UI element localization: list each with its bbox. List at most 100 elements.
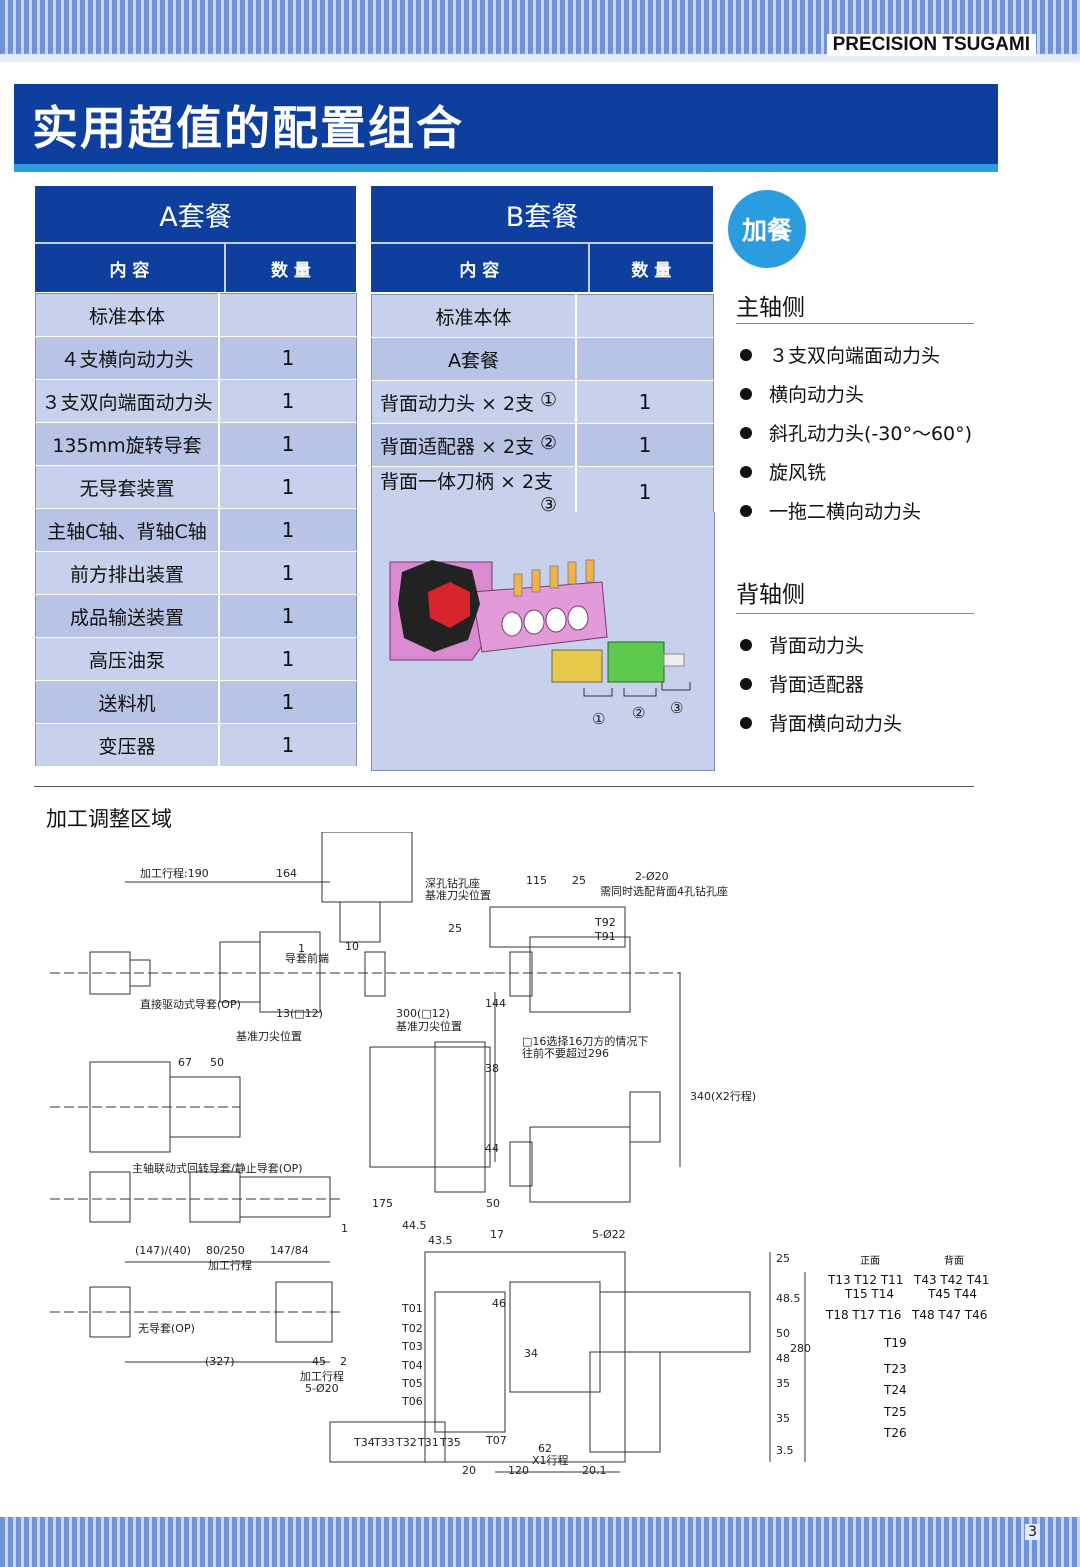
side-back: 背面 <box>944 1256 964 1267</box>
label-base-pos: 基准刀尖位置 <box>425 888 491 902</box>
side-t23: T23 <box>884 1362 907 1376</box>
row-item-text: 变压器 <box>98 735 156 758</box>
row-item: A套餐 <box>371 337 576 381</box>
row-item: 无导套装置 <box>35 465 219 509</box>
tool-t33: T33 <box>373 1436 395 1449</box>
col-qty: 数 量 <box>587 244 713 292</box>
row-item: 高压油泵 <box>35 637 219 681</box>
dim-340: 340(X2行程) <box>690 1090 756 1103</box>
dim-80-250: 80/250 <box>206 1244 245 1257</box>
tool-t34: T34 <box>353 1436 375 1449</box>
list-item: 横向动力头 <box>740 374 972 413</box>
side-t26: T26 <box>884 1426 907 1440</box>
row-qty: 1 <box>218 508 357 552</box>
dim-147-84: 147/84 <box>270 1244 309 1257</box>
dim-45: 45 <box>312 1355 326 1368</box>
row-item-text: 前方排出装置 <box>69 563 184 586</box>
drawing-annotations: 加工行程:190 164 深孔钻孔座 基准刀尖位置 115 25 2-Ø20 需… <box>132 867 811 1477</box>
tool-t04: T04 <box>401 1359 423 1372</box>
side-t19: T19 <box>884 1336 907 1350</box>
row-item-text: ３支双向端面动力头 <box>41 391 213 414</box>
row-item-text: A套餐 <box>448 349 499 372</box>
dim-67: 67 <box>178 1056 192 1069</box>
row-item-text: 高压油泵 <box>88 649 165 672</box>
tool-t02: T02 <box>401 1322 423 1335</box>
row-item-text: 成品输送装置 <box>69 606 184 629</box>
dim-44: 44 <box>485 1142 499 1155</box>
row-item-text: 135mm旋转导套 <box>52 434 202 457</box>
main-spindle-title: 主轴侧 <box>736 295 805 321</box>
table-row: 标准本体 <box>371 294 714 338</box>
vdim-35: 35 <box>776 1377 790 1390</box>
row-item-text: 背面一体刀柄 × 2支 <box>380 471 554 493</box>
row-item: 送料机 <box>35 680 219 724</box>
label-deep-hole: 深孔钻孔座 <box>425 876 480 890</box>
list-item: 背面适配器 <box>740 664 902 703</box>
row-qty <box>575 294 714 338</box>
row-qty: 1 <box>218 379 357 423</box>
dim-120: 120 <box>508 1464 529 1477</box>
vdim-48: 48 <box>776 1352 790 1365</box>
table-row: 变压器 1 <box>35 723 357 767</box>
row-item-text: 无导套装置 <box>79 477 175 500</box>
dim-34: 34 <box>524 1347 538 1360</box>
back-tooling-image: ① ② ③ <box>371 512 715 771</box>
list-item: 背面横向动力头 <box>740 703 902 742</box>
vdim-280: 280 <box>790 1342 811 1355</box>
dim-17: 17 <box>490 1228 504 1241</box>
table-row: 前方排出装置 1 <box>35 551 357 595</box>
title-banner: 实用超值的配置组合 <box>14 84 998 164</box>
dim-25b: 25 <box>448 922 462 935</box>
dim-1: 1 <box>298 942 305 955</box>
back-spindle-rule <box>736 613 974 614</box>
tool-t06: T06 <box>401 1395 423 1408</box>
tool-t32: T32 <box>395 1436 417 1449</box>
list-item: 斜孔动力头(-30°～60°) <box>740 413 972 452</box>
dim-25: 25 <box>572 874 586 887</box>
dim-5-022: 5-Ø22 <box>592 1228 626 1241</box>
row-qty: 1 <box>218 637 357 681</box>
row-qty: 1 <box>218 723 357 767</box>
list-item: ３支双向端面动力头 <box>740 335 972 374</box>
row-qty: 1 <box>218 422 357 466</box>
note-296: 往前不要超过296 <box>522 1046 609 1060</box>
vdim-48-5: 48.5 <box>776 1292 801 1305</box>
vdim-50: 50 <box>776 1327 790 1340</box>
side-t25: T25 <box>884 1405 907 1419</box>
dim-43-5: 43.5 <box>428 1234 453 1247</box>
row-item: 成品输送装置 <box>35 594 219 638</box>
page-number: 3 <box>1025 1524 1040 1540</box>
side-row3: T18 T17 T16 <box>826 1308 902 1322</box>
row-qty: 1 <box>575 423 714 467</box>
section-divider <box>34 786 974 787</box>
image-callouts: ① ② ③ <box>592 699 683 728</box>
dim-13: 13(□12) <box>276 1007 323 1020</box>
package-b-title: B套餐 <box>371 186 713 244</box>
list-item: 背面动力头 <box>740 625 902 664</box>
main-spindle-rule <box>736 323 974 324</box>
side-row2: T15 T14 <box>845 1287 895 1301</box>
row-qty: 1 <box>218 551 357 595</box>
tool-t35: T35 <box>439 1436 461 1449</box>
dim-20-1: 20.1 <box>582 1464 607 1477</box>
side-t24: T24 <box>884 1383 907 1397</box>
bottom-stripe <box>0 1517 1080 1567</box>
row-qty <box>575 337 714 381</box>
row-item: ３支双向端面动力头 <box>35 379 219 423</box>
addon-badge: 加餐 <box>728 190 806 268</box>
side-front: 正面 <box>860 1256 880 1267</box>
row-mark: ③ <box>539 494 557 516</box>
side-row3b: T48 T47 T46 <box>912 1308 988 1322</box>
dim-62: 62 <box>538 1442 552 1455</box>
banner-accent-line <box>14 164 998 172</box>
callout-3: ③ <box>670 699 683 717</box>
tool-t05: T05 <box>401 1377 423 1390</box>
label-t92: T92 <box>594 916 616 929</box>
